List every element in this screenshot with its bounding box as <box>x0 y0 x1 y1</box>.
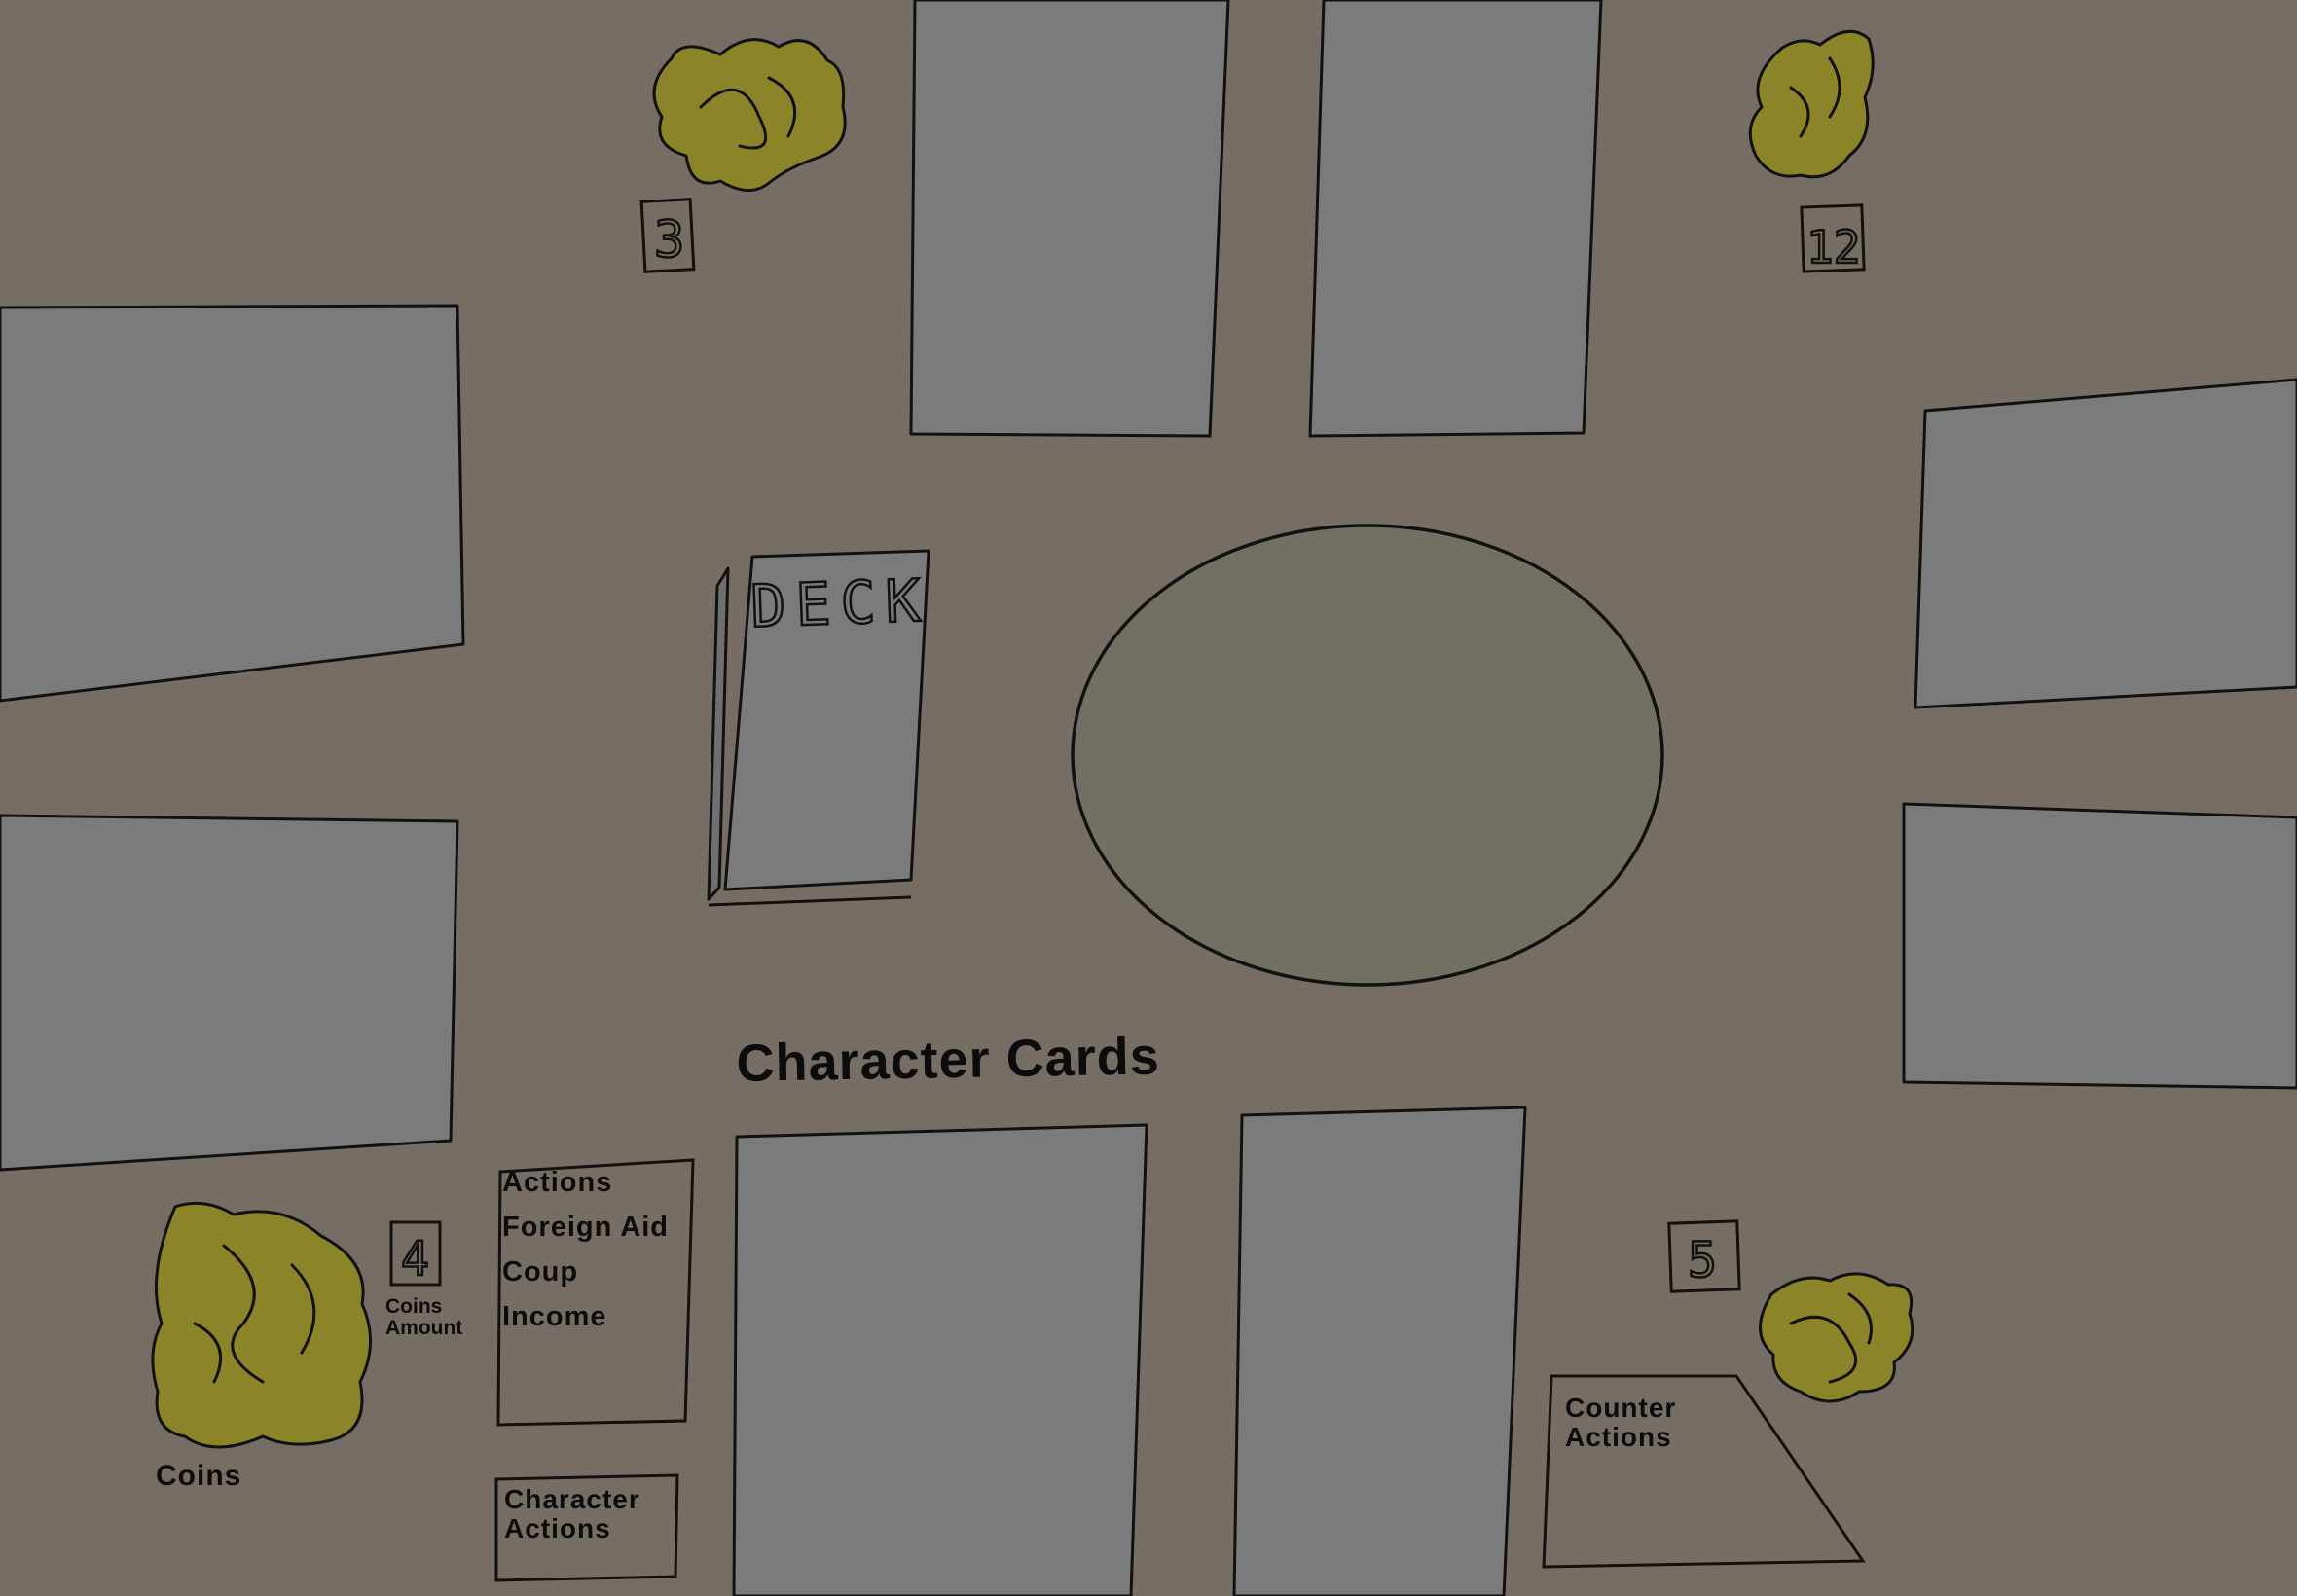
own-coin-count-box: 4 <box>389 1220 442 1288</box>
counter-actions-frame <box>1542 1374 1866 1569</box>
actions-panel-frame <box>496 1158 695 1427</box>
coins-label: Coins <box>156 1460 242 1492</box>
coin-count-box-top-right: 12 <box>1800 203 1866 274</box>
character-actions-button[interactable]: Character Actions <box>504 1485 640 1543</box>
counter-actions-button[interactable]: Counter Actions <box>1565 1394 1676 1452</box>
top-player-card-2[interactable] <box>1308 0 1603 438</box>
deck-label: DECK <box>749 567 931 641</box>
coin-pile-bottom-right <box>1759 1272 1914 1403</box>
own-character-card-1[interactable] <box>732 1123 1148 1596</box>
coin-count-top-right: 12 <box>1806 221 1860 273</box>
right-player-card-2[interactable] <box>1902 802 2297 1090</box>
action-income[interactable]: Income <box>502 1301 607 1332</box>
actions-panel-title: Actions <box>502 1167 613 1198</box>
center-play-area[interactable] <box>1071 524 1664 987</box>
character-cards-title: Character Cards <box>736 1027 1161 1093</box>
top-player-card-1[interactable] <box>909 0 1230 438</box>
own-coin-count: 4 <box>401 1232 429 1287</box>
coin-count-box-top-left: 3 <box>639 198 696 273</box>
counter-actions-label: Counter Actions <box>1565 1393 1677 1452</box>
character-actions-frame <box>494 1473 679 1582</box>
left-player-card-1[interactable] <box>0 304 465 703</box>
deck-pile[interactable]: DECK <box>707 549 932 907</box>
coin-count-top-left: 3 <box>654 211 684 270</box>
coin-count-box-bottom-right: 5 <box>1667 1219 1741 1293</box>
character-actions-label: Character Actions <box>504 1484 640 1543</box>
right-player-card-1[interactable] <box>1914 378 2297 709</box>
left-player-card-2[interactable] <box>0 814 459 1172</box>
action-foreign-aid[interactable]: Foreign Aid <box>502 1212 670 1243</box>
action-coup[interactable]: Coup <box>502 1256 579 1288</box>
coin-pile-top-right <box>1748 29 1875 179</box>
own-character-card-2[interactable] <box>1232 1106 1527 1596</box>
coins-amount-label: Coins Amount <box>385 1295 463 1339</box>
own-coin-pile[interactable] <box>151 1201 372 1449</box>
coin-pile-top-left <box>652 38 847 192</box>
actions-panel: Actions Foreign Aid Coup Income <box>502 1160 687 1423</box>
coin-count-bottom-right: 5 <box>1688 1232 1717 1288</box>
